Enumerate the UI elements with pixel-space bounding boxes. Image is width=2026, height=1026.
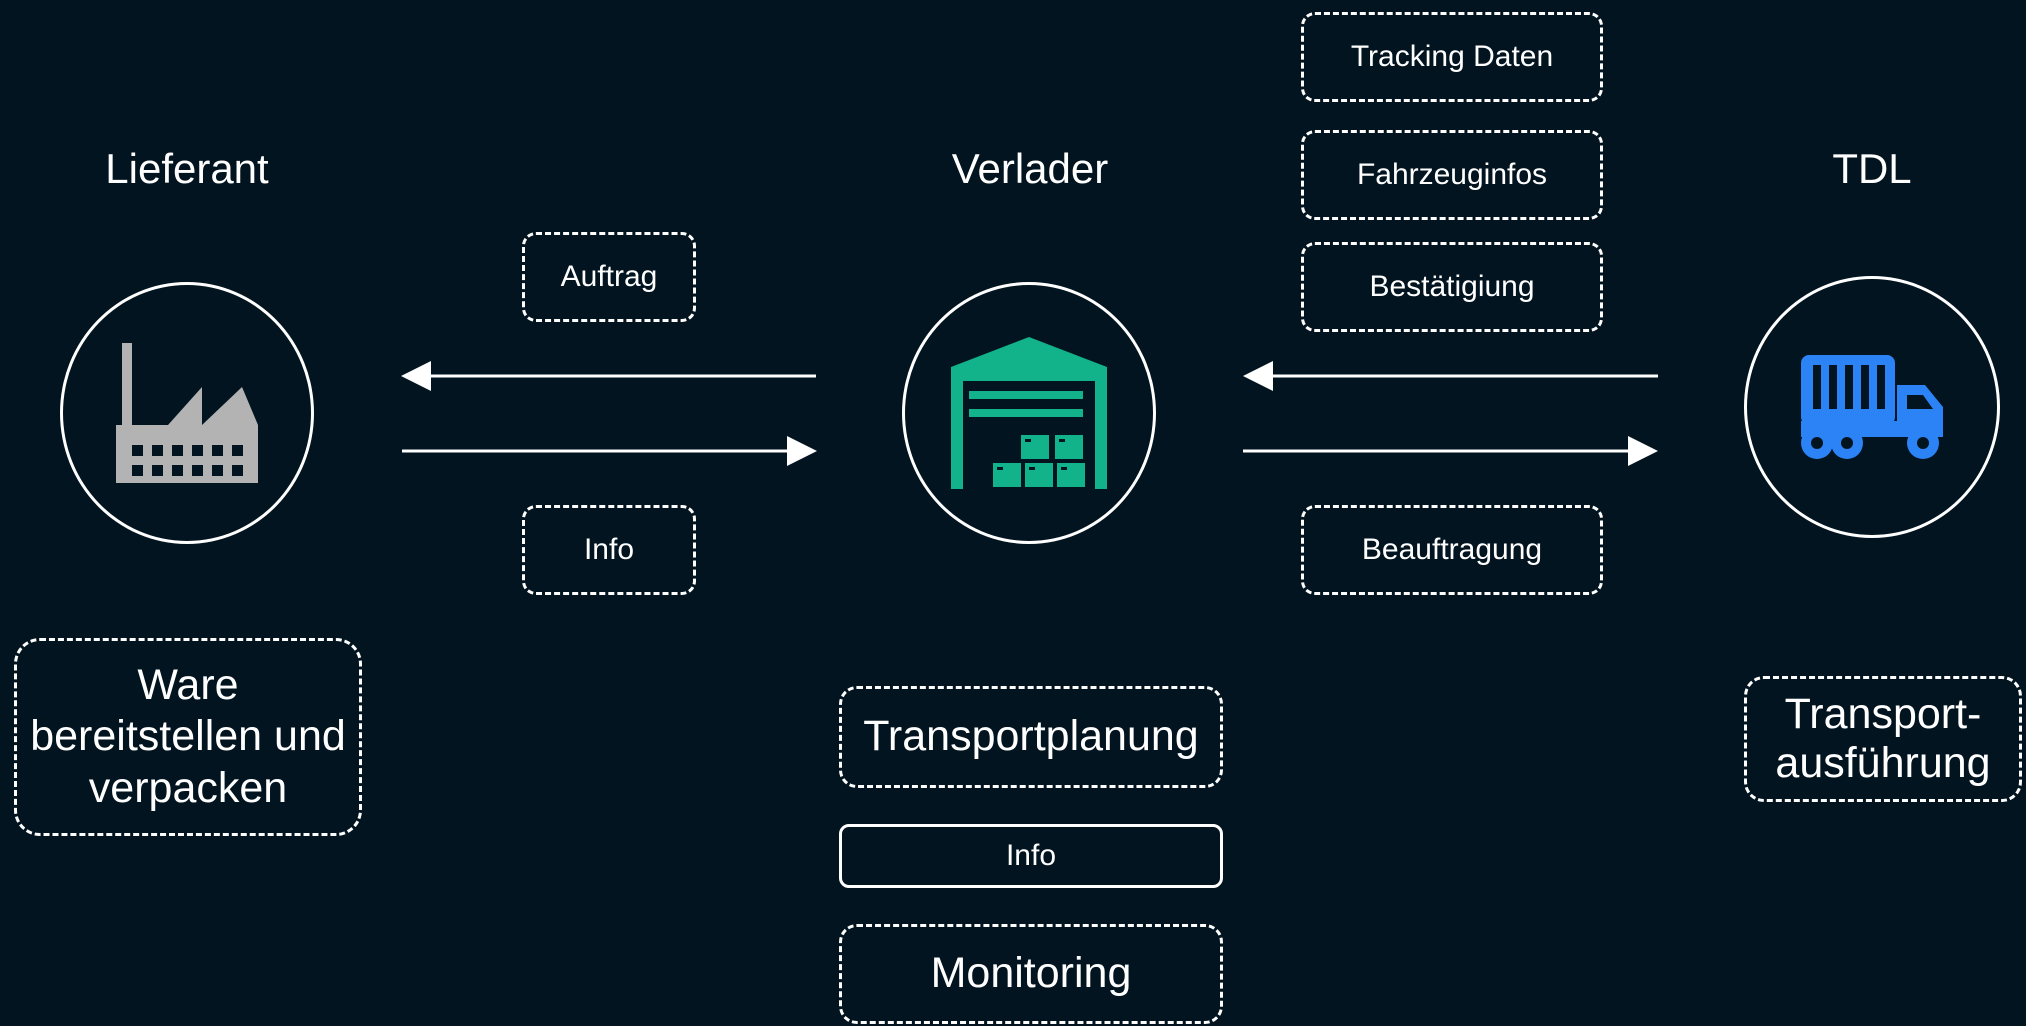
supplier-task: Ware bereitstellen und verpacken	[14, 638, 362, 836]
carrier-node	[1744, 276, 2000, 538]
assignment-label: Beauftragung	[1301, 505, 1603, 595]
carrier-task: Transport- ausführung	[1744, 676, 2022, 802]
planning-task: Transportplanung	[839, 686, 1223, 788]
confirmation-label: Bestätigiung	[1301, 242, 1603, 332]
supplier-node	[60, 282, 314, 544]
info-center-box: Info	[839, 824, 1223, 888]
shipper-title: Verlader	[951, 145, 1109, 192]
factory-icon	[116, 343, 258, 483]
truck-icon	[1801, 355, 1943, 459]
vehicle-info-label: Fahrzeuginfos	[1301, 130, 1603, 220]
warehouse-icon	[951, 337, 1107, 489]
monitoring-task: Monitoring	[839, 924, 1223, 1024]
order-label: Auftrag	[522, 232, 696, 322]
info-left-label: Info	[522, 505, 696, 595]
carrier-title: TDL	[1832, 145, 1912, 192]
supplier-title: Lieferant	[105, 145, 269, 192]
tracking-label: Tracking Daten	[1301, 12, 1603, 102]
shipper-node	[902, 282, 1156, 544]
